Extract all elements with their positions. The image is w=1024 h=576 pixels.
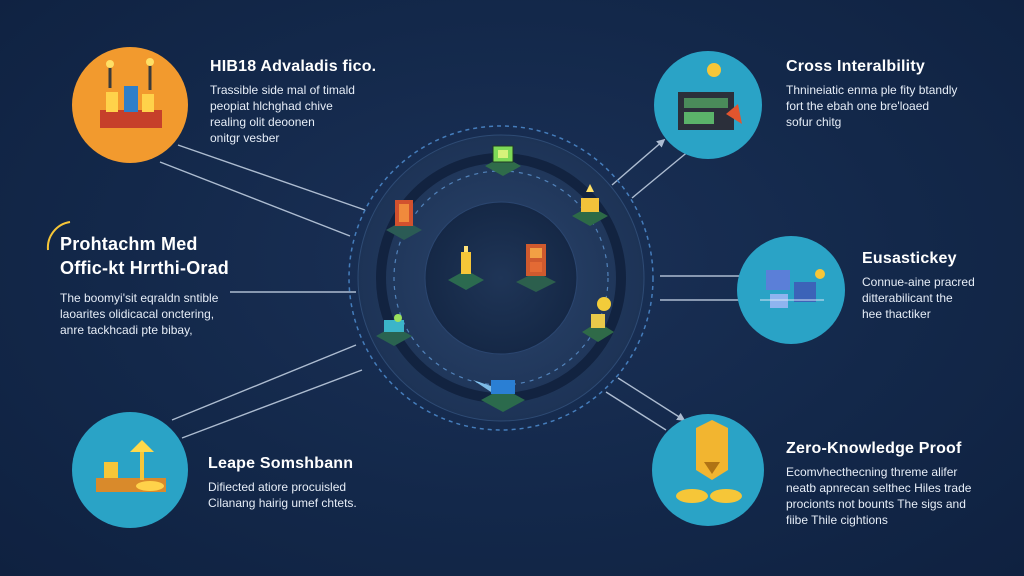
connector-top-left-b: [159, 161, 351, 237]
node-mid-right-title: Eusastickey: [862, 250, 957, 267]
node-bottom-right-text: Zero-Knowledge Proof Ecomvhecthecning th…: [786, 440, 1006, 528]
node-icon-mid-right: [737, 236, 845, 344]
node-top-left-title: HIB18 Advaladis fico.: [210, 58, 377, 75]
hub-dashed-ring: [393, 170, 609, 386]
connector-bottom-left-b: [181, 369, 363, 439]
node-bottom-left-desc: Difiected atiore procuisled Cilanang hai…: [208, 479, 398, 511]
connector-bottom-right-a: [605, 391, 667, 431]
node-top-left-text: HIB18 Advaladis fico. Trassible side mal…: [210, 58, 410, 146]
connectors: [159, 138, 742, 439]
node-icon-bottom-right: [652, 414, 764, 526]
node-mid-right-desc: Connue-aine pracred ditterabilicant the …: [862, 274, 1012, 322]
node-mid-right-desc-line: hee thactiker: [862, 307, 931, 321]
node-top-left-desc-line: Trassible side mal of timald: [210, 83, 355, 97]
node-mid-right-desc-line: ditterabilicant the: [862, 291, 953, 305]
node-top-right-text: Cross Interalbility Thnineiatic enma ple…: [786, 58, 996, 130]
node-mid-left-desc-line: The boomyi'sit eqraldn sntible: [60, 291, 219, 305]
node-top-left-desc: Trassible side mal of timald peopiat hlc…: [210, 82, 410, 146]
node-bottom-left-desc-line: Difiected atiore procuisled: [208, 480, 347, 494]
central-hub: [348, 125, 654, 431]
platform-tile-lower-left: [376, 314, 412, 346]
connector-top-left-a: [177, 144, 366, 211]
node-top-right-desc-line: sofur chitg: [786, 115, 842, 129]
node-mid-left-text: Prohtachm Med Offic-kt Hrrthi-Orad The b…: [60, 232, 280, 338]
node-mid-left-title-line: Offic-kt Hrrthi-Orad: [60, 258, 230, 278]
node-mid-left-desc: The boomyi'sit eqraldn sntible laoarites…: [60, 290, 280, 338]
platform-tile-bottom: [473, 380, 525, 412]
node-top-right-desc-line: fort the ebah one bre'loaed: [786, 99, 930, 113]
node-mid-left-title: Prohtachm Med Offic-kt Hrrthi-Orad: [60, 232, 280, 280]
node-bottom-right-desc-line: Ecomvhecthecning threme alifer: [786, 465, 958, 479]
connector-top-right-a: [611, 138, 666, 186]
node-mid-left-desc-line: laoarites olidicacal onctering,: [60, 307, 215, 321]
node-top-left-desc-line: onitgr vesber: [210, 131, 280, 145]
node-bottom-right-desc-line: procionts not bounts The sigs and: [786, 497, 966, 511]
node-top-right-desc: Thnineiatic enma ple fity btandly fort t…: [786, 82, 996, 130]
node-bottom-left-text: Leape Somshbann Difiected atiore procuis…: [208, 455, 398, 511]
node-bottom-left-title: Leape Somshbann: [208, 455, 354, 472]
platform-tile-center-left: [448, 246, 484, 290]
node-mid-left-title-line: Prohtachm Med: [60, 234, 198, 254]
connector-bottom-left-a: [171, 344, 357, 421]
hub-outer-dashed-ring: [348, 125, 654, 431]
node-icon-top-right: [654, 51, 762, 159]
node-mid-right-text: Eusastickey Connue-aine pracred ditterab…: [862, 250, 1012, 322]
platform-tile-center-right: [516, 244, 556, 292]
node-bottom-right-desc: Ecomvhecthecning threme alifer neatb apn…: [786, 464, 1006, 528]
platform-tile-lower-right: [582, 297, 614, 342]
node-bottom-right-desc-line: fiibe Thile cightions: [786, 513, 888, 527]
connector-bottom-right-b: [617, 377, 686, 421]
platform-tile-upper-right: [572, 184, 608, 226]
node-mid-left-desc-line: anre tackhcadi pte bibay,: [60, 323, 193, 337]
node-icon-top-left: [72, 47, 188, 163]
node-top-right-title: Cross Interalbility: [786, 58, 925, 75]
node-top-left-desc-line: realing olit deoonen: [210, 115, 315, 129]
node-top-left-desc-line: peopiat hlchghad chive: [210, 99, 333, 113]
hub-inner-disc: [424, 201, 578, 355]
platform-tile-upper-left: [386, 200, 422, 240]
node-mid-right-desc-line: Connue-aine pracred: [862, 275, 975, 289]
node-icon-bottom-left: [72, 412, 188, 528]
arc-accent: [46, 221, 71, 251]
node-bottom-right-title: Zero-Knowledge Proof: [786, 440, 962, 457]
platform-tile-top: [485, 145, 521, 176]
node-bottom-right-desc-line: neatb apnrecan selthec Hiles trade: [786, 481, 972, 495]
node-bottom-left-desc-line: Cilanang hairig umef chtets.: [208, 496, 357, 510]
connector-top-right-b: [631, 149, 691, 199]
node-top-right-desc-line: Thnineiatic enma ple fity btandly: [786, 83, 958, 97]
